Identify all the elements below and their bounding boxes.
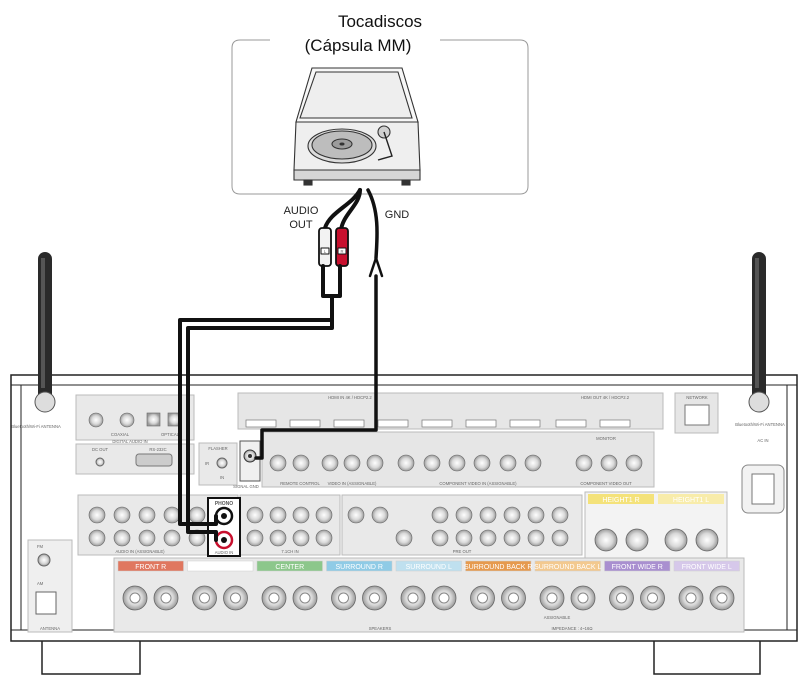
dc-out-label: DC OUT — [92, 447, 108, 452]
speaker-terminal-label: FRONT R — [135, 564, 166, 571]
antenna-left-label: Bluetooth/Wi-Fi ANTENNA — [11, 424, 61, 429]
height-terminal-label-r: HEIGHT1 R — [602, 497, 639, 504]
assignable-label: ASSIGNABLE — [544, 615, 571, 620]
speaker-binding-post-center — [130, 593, 140, 603]
network-label: NETWORK — [686, 395, 708, 400]
speakers-label: SPEAKERS — [369, 626, 392, 631]
ir-label: IR — [205, 461, 209, 466]
coaxial-label: COAXIAL — [111, 432, 130, 437]
receiver-foot-right — [654, 640, 760, 674]
antenna-right — [749, 252, 769, 412]
signal-gnd-label: SIGNAL GND — [233, 484, 259, 489]
digital-audio-in-label: DIGITAL AUDIO IN — [112, 439, 147, 444]
speaker-binding-post-center — [231, 593, 241, 603]
speaker-terminal-label: SURROUND BACK R — [464, 564, 532, 571]
hdmi-out-header: HDMI OUT 4K / HDCP2.2 — [581, 395, 630, 400]
speaker-terminal-label: SURROUND BACK L — [534, 564, 601, 571]
rca-plug-right-label: R — [340, 249, 343, 254]
rca-plug-left — [319, 228, 331, 266]
phono-label: PHONO — [215, 501, 233, 507]
audio-out-label-line2: OUT — [289, 219, 313, 231]
receiver-rear-panel: Bluetooth/Wi-Fi ANTENNA Bluetooth/Wi-Fi … — [11, 252, 797, 674]
pre-out-label: PRE OUT — [453, 549, 472, 554]
speaker-binding-post-center — [578, 593, 588, 603]
speaker-binding-post-center — [648, 593, 658, 603]
speaker-binding-post-center — [478, 593, 488, 603]
phono-input: PHONO AUDIO IN — [208, 498, 240, 556]
speaker-binding-post-center — [717, 593, 727, 603]
rs232c-label: RS-232C — [149, 447, 166, 452]
speaker-binding-post-center — [370, 593, 380, 603]
antenna-right-label: Bluetooth/Wi-Fi ANTENNA — [735, 422, 785, 427]
monitor-label: MONITOR — [596, 436, 616, 441]
audio-out-label-line1: AUDIO — [284, 205, 319, 217]
speaker-binding-post-center — [161, 593, 171, 603]
gnd-spade-lug — [370, 258, 382, 276]
height-terminal-label-l: HEIGHT1 L — [673, 497, 709, 504]
speaker-terminal-label: CENTER — [275, 564, 304, 571]
speaker-binding-post-center — [509, 593, 519, 603]
speaker-terminal-label: SURROUND R — [336, 564, 383, 571]
remote-control-label: REMOTE CONTROL — [280, 481, 320, 486]
speaker-binding-post-center — [269, 593, 279, 603]
antenna-fm-am-label: ANTENNA — [40, 626, 60, 631]
rca-plug-right — [336, 228, 348, 266]
speaker-terminal-label: FRONT WIDE L — [682, 564, 732, 571]
turntable-title-line2: (Cápsula MM) — [305, 36, 412, 55]
speaker-binding-post-center — [686, 593, 696, 603]
video-in-label: VIDEO IN (ASSIGNABLE) — [328, 481, 377, 486]
am-label: AM — [37, 581, 44, 586]
antenna-left — [35, 252, 55, 412]
ch71-in-label: 7.1CH IN — [281, 549, 298, 554]
ac-in-label: AC IN — [757, 438, 768, 443]
receiver-foot-left — [42, 640, 140, 674]
speaker-terminal-label: SURROUND L — [406, 564, 452, 571]
impedance-label: IMPEDANCE : 4~16Ω — [552, 626, 593, 631]
optical-label: OPTICAL — [161, 432, 180, 437]
component-video-out-label: COMPONENT VIDEO OUT — [580, 481, 632, 486]
speaker-binding-post-center — [200, 593, 210, 603]
speaker-binding-post-center — [617, 593, 627, 603]
speaker-binding-post-center — [439, 593, 449, 603]
component-video-in-label: COMPONENT VIDEO IN (ASSIGNABLE) — [439, 481, 517, 486]
speaker-binding-post-center — [300, 593, 310, 603]
turntable-title-line1: Tocadiscos — [338, 12, 422, 31]
speaker-binding-post-center — [547, 593, 557, 603]
gnd-label: GND — [385, 209, 410, 221]
phono-audio-in-label: AUDIO IN — [215, 550, 234, 555]
hdmi-in-header: HDMI IN 4K / HDCP2.2 — [328, 395, 372, 400]
speaker-binding-post-center — [408, 593, 418, 603]
speaker-binding-post-center — [339, 593, 349, 603]
in-label: IN — [220, 475, 224, 480]
audio-in-assignable-label: AUDIO IN (ASSIGNABLE) — [115, 549, 165, 554]
speaker-terminal-label: FRONT L — [205, 564, 235, 571]
turntable-icon — [294, 68, 420, 185]
speaker-terminal-label: FRONT WIDE R — [612, 564, 663, 571]
flasher-label: FLASHER — [208, 446, 227, 451]
fm-label: FM — [37, 544, 44, 549]
